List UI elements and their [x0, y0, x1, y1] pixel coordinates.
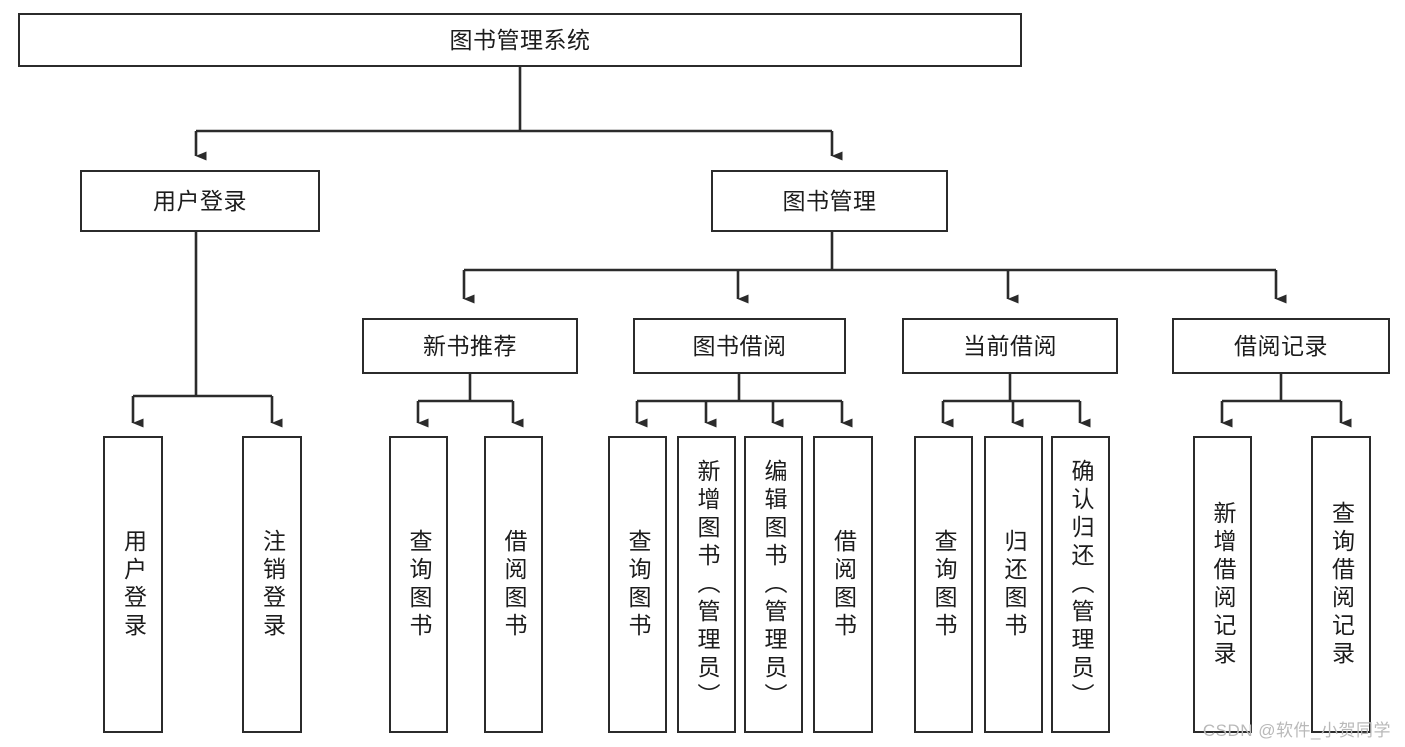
node-label: 查询图书	[406, 528, 432, 641]
node-label: 用户登录	[120, 528, 147, 641]
node-label: 查询图书	[625, 528, 651, 641]
node-leaf-borrow-book-2[interactable]: 借阅图书	[813, 436, 873, 733]
node-leaf-logout-login[interactable]: 注销登录	[242, 436, 302, 733]
node-book-borrow[interactable]: 图书借阅	[633, 318, 846, 374]
node-leaf-query-book-2[interactable]: 查询图书	[608, 436, 667, 733]
node-label: 图书管理系统	[449, 26, 591, 53]
node-root-book-management-system[interactable]: 图书管理系统	[18, 13, 1022, 67]
node-leaf-query-book-1[interactable]: 查询图书	[389, 436, 448, 733]
node-current-borrow[interactable]: 当前借阅	[902, 318, 1118, 374]
node-label: 图书管理	[782, 187, 877, 214]
node-user-login[interactable]: 用户登录	[80, 170, 320, 232]
node-leaf-borrow-book-1[interactable]: 借阅图书	[484, 436, 543, 733]
node-leaf-return-book[interactable]: 归还图书	[984, 436, 1043, 733]
node-label: 确认归还（管理员）	[1068, 458, 1094, 711]
node-leaf-query-book-3[interactable]: 查询图书	[914, 436, 973, 733]
node-label: 当前借阅	[963, 332, 1057, 359]
node-leaf-edit-book-admin[interactable]: 编辑图书（管理员）	[744, 436, 803, 733]
node-leaf-add-book-admin[interactable]: 新增图书（管理员）	[677, 436, 736, 733]
node-label: 借阅图书	[501, 528, 527, 641]
csdn-watermark: CSDN @软件_小贺同学	[1202, 721, 1391, 740]
node-book-management[interactable]: 图书管理	[711, 170, 948, 232]
node-leaf-add-borrow-record[interactable]: 新增借阅记录	[1193, 436, 1252, 733]
node-label: 注销登录	[259, 528, 286, 641]
node-label: 查询借阅记录	[1328, 500, 1355, 669]
node-leaf-user-login[interactable]: 用户登录	[103, 436, 163, 733]
node-new-book-recommend[interactable]: 新书推荐	[362, 318, 578, 374]
node-label: 图书借阅	[692, 332, 787, 359]
node-label: 查询图书	[931, 528, 957, 641]
node-label: 用户登录	[153, 187, 247, 214]
node-label: 归还图书	[1001, 528, 1027, 641]
node-label: 新增借阅记录	[1210, 500, 1236, 669]
node-label: 借阅图书	[830, 528, 857, 641]
node-label: 新书推荐	[423, 332, 517, 359]
node-leaf-query-borrow-record[interactable]: 查询借阅记录	[1311, 436, 1371, 733]
node-borrow-record[interactable]: 借阅记录	[1172, 318, 1390, 374]
node-leaf-confirm-return-admin[interactable]: 确认归还（管理员）	[1051, 436, 1110, 733]
node-label: 新增图书（管理员）	[694, 458, 720, 711]
node-label: 编辑图书（管理员）	[761, 458, 787, 711]
node-label: 借阅记录	[1234, 332, 1328, 359]
